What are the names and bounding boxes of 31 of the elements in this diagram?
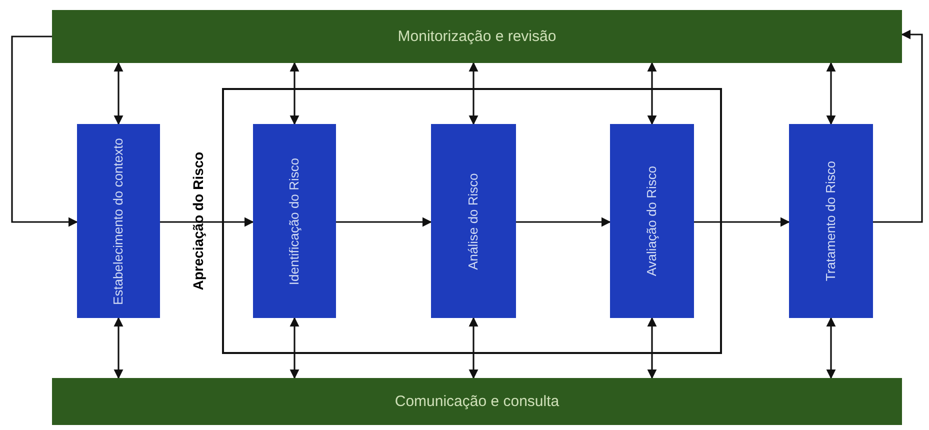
arrow [826,317,836,379]
process-box [610,124,694,318]
process-band [52,10,902,63]
arrow [290,317,300,379]
band-label: Comunicação e consulta [394,393,560,410]
arrow [114,317,124,379]
arrow [11,36,78,227]
arrow [826,62,836,125]
arrow [468,317,478,379]
band-label: Monitorização e revisão [398,28,556,45]
process-box [253,124,336,318]
arrow [290,62,300,125]
box-label: Identificação do Risco [286,157,302,285]
box-label: Estabelecimento do contexto [110,138,126,304]
process-box [431,124,516,318]
process-box [77,124,160,318]
box-label: Avaliação do Risco [644,166,660,276]
box-label: Tratamento do Risco [822,160,839,282]
box-label: Análise do Risco [465,172,482,270]
arrow [160,217,254,227]
arrow [516,217,611,227]
arrow [468,62,478,125]
arrow [647,62,657,125]
process-band [52,378,902,425]
arrow [694,217,790,227]
arrow [336,217,432,227]
process-box [789,124,873,318]
arrow [114,62,124,125]
arrow [647,317,657,379]
arrow [873,30,923,223]
group-heading: Apreciação do Risco [190,152,206,290]
